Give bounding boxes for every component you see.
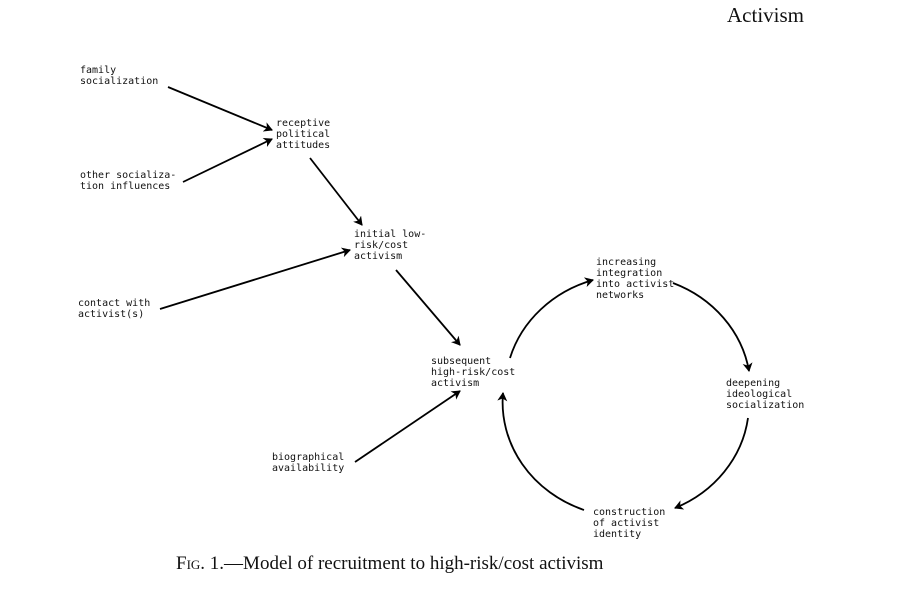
arrow-attitudes-to-initial <box>309 157 363 226</box>
figure-caption-text: 1.—Model of recruitment to high-risk/cos… <box>205 553 604 574</box>
cycle-arrow-deepening-to-construction <box>674 417 749 510</box>
node-family-socialization: family socialization <box>80 65 159 87</box>
node-deepening-ideological-socialization: deepening ideological socialization <box>726 378 805 411</box>
arrow-biographical-to-subsequent <box>354 390 461 463</box>
node-subsequent-high-risk-activism: subsequent high-risk/cost activism <box>431 356 516 389</box>
node-initial-low-risk-activism: initial low- risk/cost activism <box>354 229 427 262</box>
arrow-other-to-attitudes <box>182 137 273 183</box>
node-increasing-integration: increasing integration into activist net… <box>596 257 675 301</box>
figure-label: Fig. <box>176 553 206 574</box>
arrow-initial-to-subsequent <box>395 269 461 346</box>
cycle-arrow-integration-to-deepening <box>672 282 753 372</box>
running-head: Activism <box>727 3 804 27</box>
figure-caption: Fig. 1.—Model of recruitment to high-ris… <box>176 553 603 575</box>
cycle-arrow-construction-to-subsequent <box>497 392 585 511</box>
cycle-arrow-subsequent-to-integration <box>509 277 594 359</box>
node-receptive-political-attitudes: receptive political attitudes <box>276 118 331 151</box>
node-construction-of-activist-identity: construction of activist identity <box>593 507 666 540</box>
node-biographical-availability: biographical availability <box>272 452 345 474</box>
arrow-contact-to-initial <box>159 247 351 310</box>
arrow-family-to-attitudes <box>167 86 273 132</box>
node-contact-with-activists: contact with activist(s) <box>78 298 151 320</box>
node-other-socialization-influences: other socializa- tion influences <box>80 170 177 192</box>
